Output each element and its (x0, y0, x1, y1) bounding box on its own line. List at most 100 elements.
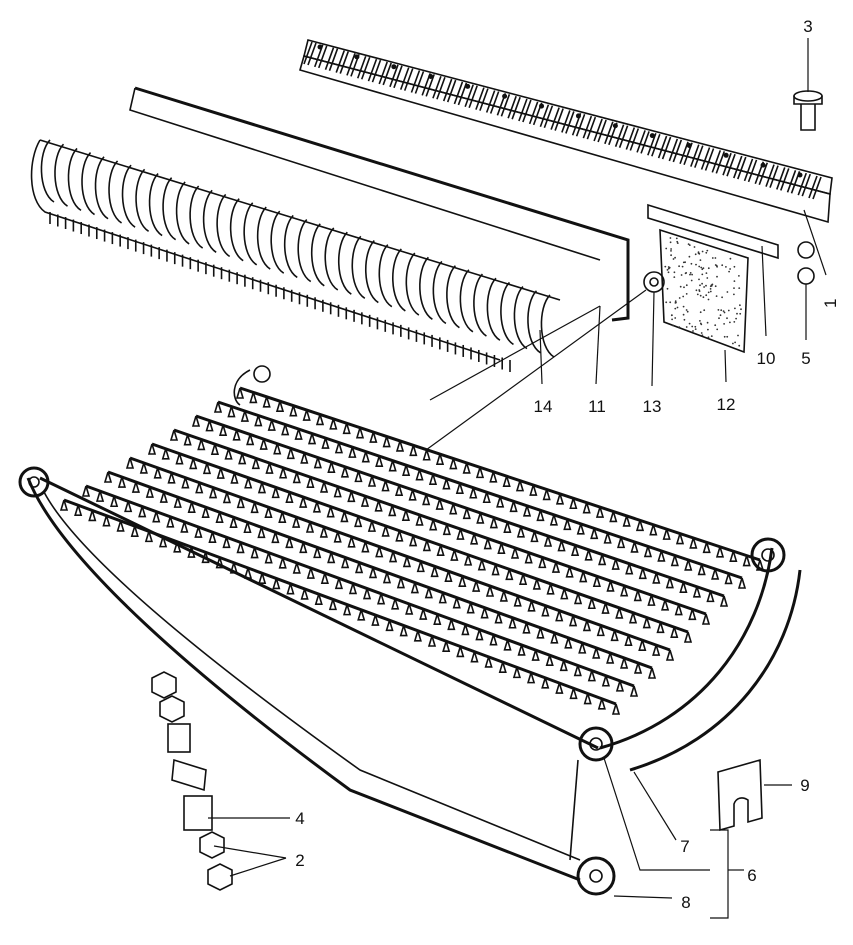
sieve-rib (243, 202, 258, 266)
pad-dot (701, 273, 704, 276)
pad-dot (673, 276, 676, 278)
part-2-4-fastener-stack (151, 671, 233, 891)
grate-tooth (361, 541, 370, 553)
pad-dot (692, 330, 694, 332)
bar-tooth (636, 130, 650, 154)
grate-tooth (536, 627, 545, 639)
pad-dot (719, 314, 722, 317)
grate-tooth (529, 484, 538, 496)
grate-tooth (436, 545, 445, 557)
pad-dot (707, 336, 710, 339)
grate-tooth (257, 527, 266, 539)
grate-tooth (243, 522, 252, 534)
sieve-rib (40, 139, 55, 203)
grate-tooth (624, 635, 633, 647)
grate-tooth (267, 419, 276, 431)
grate-tooth (531, 649, 540, 661)
pad-dot (715, 295, 718, 297)
pad-dot (714, 264, 717, 266)
pad-dot (701, 268, 704, 271)
pad-dot (723, 335, 726, 338)
grate-tooth (281, 424, 290, 436)
grate-tooth (590, 528, 599, 540)
grate-tooth (391, 598, 400, 610)
pad-dot (702, 296, 705, 299)
grate-tooth (360, 495, 370, 507)
pad-dot (669, 241, 672, 244)
grate-tooth (464, 554, 473, 566)
sieve-rib (527, 290, 541, 354)
grate-tooth (503, 639, 512, 651)
grate-tooth (271, 487, 280, 499)
grate-tooth (307, 433, 317, 445)
pad-dot (695, 263, 697, 266)
grate-tooth (167, 472, 176, 484)
grate-tooth (409, 535, 418, 547)
grate-tooth (388, 505, 397, 517)
grate-tooth (388, 460, 397, 472)
grate-tooth (201, 506, 210, 518)
grate-tooth (555, 610, 564, 622)
grate-tooth (180, 521, 189, 533)
grate-tooth (361, 451, 370, 463)
grate-tooth (399, 625, 408, 637)
grate-tooth (292, 516, 301, 528)
main-concave-grate (18, 365, 802, 896)
pad-dot (706, 321, 709, 324)
label-4: 4 (295, 809, 304, 828)
sieve-rib (513, 286, 528, 350)
bar-hole (502, 93, 508, 99)
grate-tooth (657, 550, 666, 562)
grate-tooth (191, 415, 201, 427)
grate-tooth (522, 505, 532, 517)
grate-tooth (153, 467, 162, 479)
pad-dot (707, 267, 710, 270)
pad-dot (701, 282, 703, 285)
grate-tooth (229, 562, 238, 574)
grate-tooth (435, 453, 445, 465)
grate-tooth (530, 531, 539, 543)
grate-tooth (320, 572, 329, 584)
grate-tooth (208, 531, 217, 543)
grate-tooth (285, 537, 294, 549)
grate-bar (169, 428, 711, 625)
pad-dot (674, 300, 677, 303)
grate-tooth (643, 546, 653, 558)
pad-dot (683, 286, 685, 289)
grate-tooth (541, 677, 550, 689)
grate-tooth (519, 573, 528, 585)
grate-tooth (187, 501, 196, 513)
grate-tooth (334, 442, 343, 454)
pad-dot (718, 317, 720, 320)
grate-tooth (489, 634, 498, 646)
grate-tooth (232, 429, 241, 441)
pad-dot (716, 265, 718, 268)
bar-tooth (356, 55, 371, 80)
grate-tooth (497, 543, 506, 555)
grate-tooth (315, 414, 325, 426)
grate-tooth (565, 566, 574, 578)
grate-tooth (244, 477, 253, 489)
grate-tooth (629, 685, 639, 697)
grate-tooth (395, 440, 405, 452)
grate-tooth (483, 538, 492, 550)
pad-dot (667, 271, 670, 274)
pad-dot (664, 265, 667, 268)
grate-tooth (597, 698, 606, 710)
grate-tooth (692, 586, 701, 598)
grate-tooth (321, 437, 330, 449)
grate-bar (81, 484, 639, 697)
pad-dot (729, 268, 731, 270)
grate-tooth (340, 466, 349, 478)
bar-hole (612, 123, 618, 129)
pad-dot (738, 287, 741, 289)
bar-tooth (786, 170, 801, 194)
grate-tooth (469, 487, 478, 499)
grate-tooth (505, 569, 514, 581)
grate-tooth (630, 541, 639, 553)
bar-tooth (582, 115, 597, 140)
pad-dot (670, 254, 672, 257)
grate-tooth (382, 436, 391, 448)
grate-tooth (125, 457, 135, 469)
pad-dot (725, 266, 727, 268)
